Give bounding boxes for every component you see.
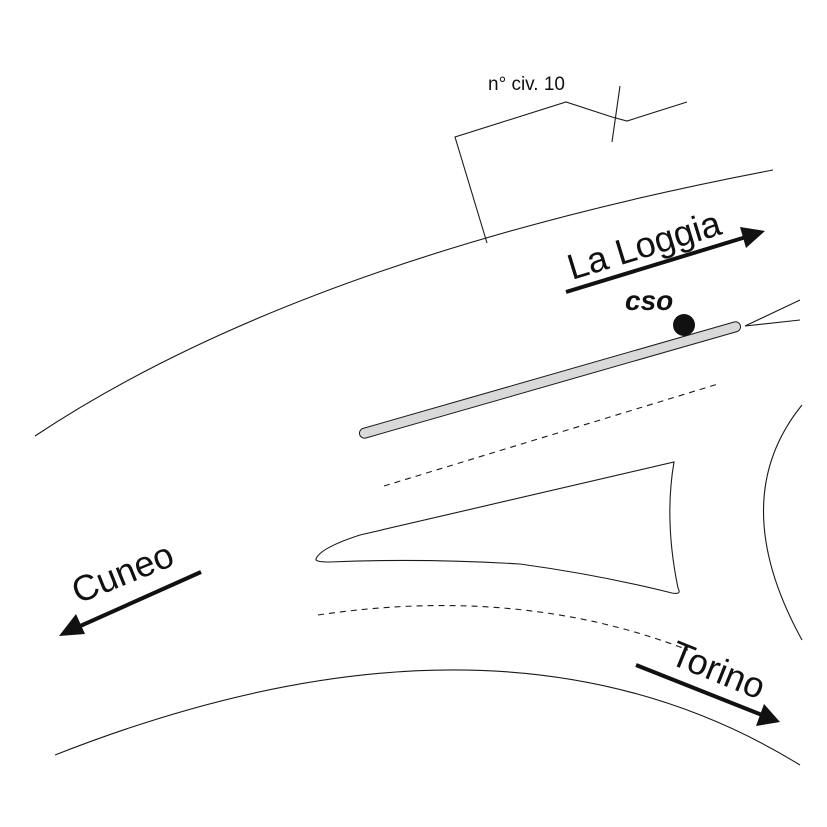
building-crossline	[611, 85, 621, 143]
road-edge-upper	[34, 169, 774, 437]
house-number-label: n° civ. 10	[488, 74, 565, 95]
cuneo-arrow-line	[77, 570, 202, 629]
median-strip	[358, 321, 742, 439]
traffic-island	[315, 461, 680, 594]
road-edge-lower	[54, 669, 801, 766]
cuneo-arrow-icon	[59, 614, 85, 636]
cuneo-label: Cuneo	[66, 534, 180, 612]
torino-arrow-icon	[756, 704, 780, 726]
la-loggia-arrow-line	[565, 235, 747, 294]
lane-marking-lower	[317, 605, 689, 651]
cso-label: cso	[625, 285, 673, 316]
la-loggia-arrow-icon	[740, 227, 765, 248]
torino-arrow-line	[635, 663, 763, 717]
la-loggia-label: La Loggia	[562, 202, 726, 288]
cso-marker-icon	[673, 314, 695, 336]
side-road-edge	[744, 299, 801, 327]
direction-torino: Torino	[635, 632, 780, 726]
lane-marking-upper	[383, 383, 719, 487]
roundabout-arc	[763, 404, 803, 641]
direction-cuneo: Cuneo	[59, 534, 202, 636]
direction-la-loggia: La Loggia	[562, 202, 765, 294]
building-outline	[454, 101, 688, 244]
